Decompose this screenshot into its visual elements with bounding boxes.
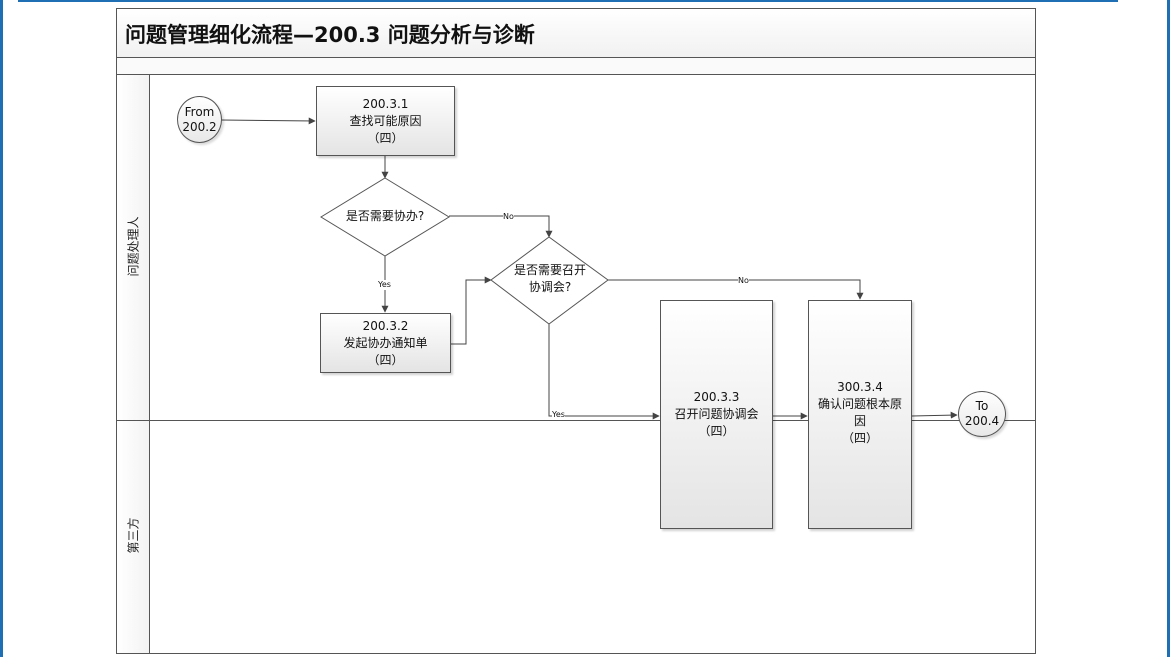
step-role: （四） [841, 431, 878, 445]
edge-from-to-s1 [220, 117, 316, 125]
step-id: 200.3.2 [362, 318, 409, 333]
step-role: （四） [367, 130, 404, 145]
decision-d2-line2: 协调会? [528, 280, 572, 294]
scrollbar-edge[interactable] [1167, 0, 1170, 657]
decision-d2-line1: 是否需要召开 [513, 263, 586, 277]
step-200-3-2[interactable]: 200.3.2 发起协办通知单 （四） [320, 313, 451, 373]
page-title: 问题管理细化流程—200.3 问题分析与诊断 [125, 23, 535, 47]
window-edge-left [0, 0, 3, 657]
lane-divider [117, 420, 1035, 421]
lane-header-column [117, 75, 150, 653]
connector-from[interactable]: From 200.2 [177, 96, 222, 143]
edge-d2-no [608, 279, 864, 300]
step-role: （四） [367, 352, 404, 367]
step-name-line1: 确认问题根本原 [817, 397, 902, 411]
connector-to-line1: To [975, 399, 989, 413]
window-edge-top [18, 0, 1118, 2]
step-id: 200.3.3 [693, 390, 740, 404]
step-id: 300.3.4 [837, 380, 883, 394]
step-role: （四） [698, 424, 735, 438]
connector-to[interactable]: To 200.4 [958, 391, 1006, 437]
step-300-3-4[interactable]: 300.3.4 确认问题根本原 因 （四） [808, 300, 912, 529]
step-name: 发起协办通知单 [343, 335, 428, 350]
step-200-3-3[interactable]: 200.3.3 召开问题协调会 （四） [660, 300, 773, 529]
step-name: 召开问题协调会 [674, 407, 759, 421]
connector-to-line2: 200.4 [964, 414, 1000, 428]
edge-s4-to-to [911, 411, 958, 419]
step-name-line2: 因 [853, 414, 866, 428]
decision-d1-label[interactable]: 是否需要协办? [345, 209, 425, 223]
connector-from-line2: 200.2 [182, 119, 217, 134]
edge-label-d1-yes: Yes [378, 280, 391, 290]
connector-from-line1: From [184, 104, 215, 119]
edge-label-d2-yes: Yes [552, 410, 565, 420]
decision-d1-shape [320, 177, 450, 257]
decision-d2-label[interactable]: 是否需要召开 协调会? [500, 262, 600, 296]
edge-d2-yes [548, 324, 660, 420]
step-id: 200.3.1 [362, 96, 409, 111]
edge-label-d2-no: No [738, 276, 749, 286]
decision-d2-shape [490, 236, 609, 325]
edge-label-d1-no: No [503, 212, 514, 222]
edge-d1-no [449, 215, 553, 238]
step-200-3-1[interactable]: 200.3.1 查找可能原因 （四） [316, 86, 455, 156]
title-bar: 问题管理细化流程—200.3 问题分析与诊断 [117, 9, 1035, 58]
step-name: 查找可能原因 [349, 113, 422, 128]
header-strip [117, 58, 1035, 75]
edge-s2-to-d2 [451, 276, 492, 345]
